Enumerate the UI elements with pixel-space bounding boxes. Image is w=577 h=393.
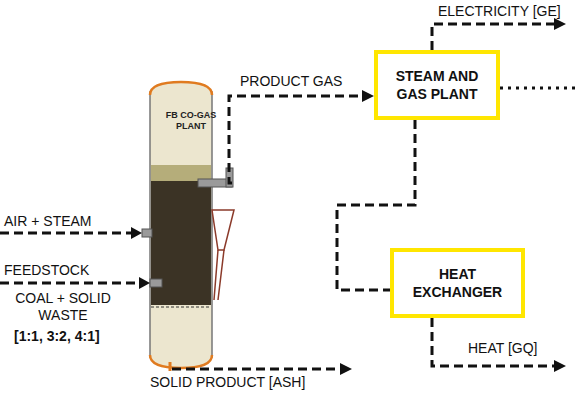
- top-dome: [150, 82, 212, 95]
- vessel-body: [150, 92, 212, 357]
- dotted-line: [500, 87, 575, 90]
- arrowhead: [362, 90, 374, 102]
- flow-label: COAL + SOLID WASTE: [4, 290, 122, 324]
- flow-label: ELECTRICITY [GE]: [438, 3, 561, 20]
- node-text: STEAM AND GAS PLANT: [386, 67, 488, 103]
- flow-label: AIR + STEAM: [4, 213, 92, 230]
- cyclone: [212, 210, 234, 250]
- feed-line: [0, 282, 140, 285]
- distributor: [151, 307, 211, 308]
- flow-label: SOLID PRODUCT [ASH]: [150, 374, 305, 391]
- feed-inlet: [150, 279, 162, 287]
- arrowhead: [554, 18, 566, 30]
- air-line: [0, 232, 132, 235]
- node-text: HEAT EXCHANGER: [402, 265, 513, 301]
- edge-label: PRODUCT GAS: [238, 73, 344, 90]
- process-box: STEAM AND GAS PLANT: [374, 50, 500, 120]
- fluid-bed: [151, 181, 211, 305]
- gasifier-vessel: FB CO-GAS PLANT: [150, 92, 232, 166]
- air-inlet: [142, 229, 152, 237]
- dipleg: [214, 250, 224, 300]
- electricity-line: [432, 24, 554, 50]
- process-box: HEAT EXCHANGER: [390, 248, 525, 318]
- arrowhead: [131, 227, 142, 239]
- flow-label: HEAT [GQ]: [468, 340, 538, 357]
- heat-line: [432, 318, 554, 366]
- flow-label: FEEDSTOCK: [4, 262, 89, 279]
- ash-outlet: [169, 362, 172, 371]
- flow-label: [1:1, 3:2, 4:1]: [14, 328, 100, 345]
- ash-line: [172, 368, 340, 371]
- bottom-dome: [150, 355, 212, 368]
- arrowhead: [554, 360, 566, 372]
- arrowhead: [340, 363, 352, 375]
- arrowhead: [139, 277, 150, 289]
- node-text: FB CO-GAS PLANT: [150, 110, 232, 132]
- flow-connector: [229, 96, 364, 183]
